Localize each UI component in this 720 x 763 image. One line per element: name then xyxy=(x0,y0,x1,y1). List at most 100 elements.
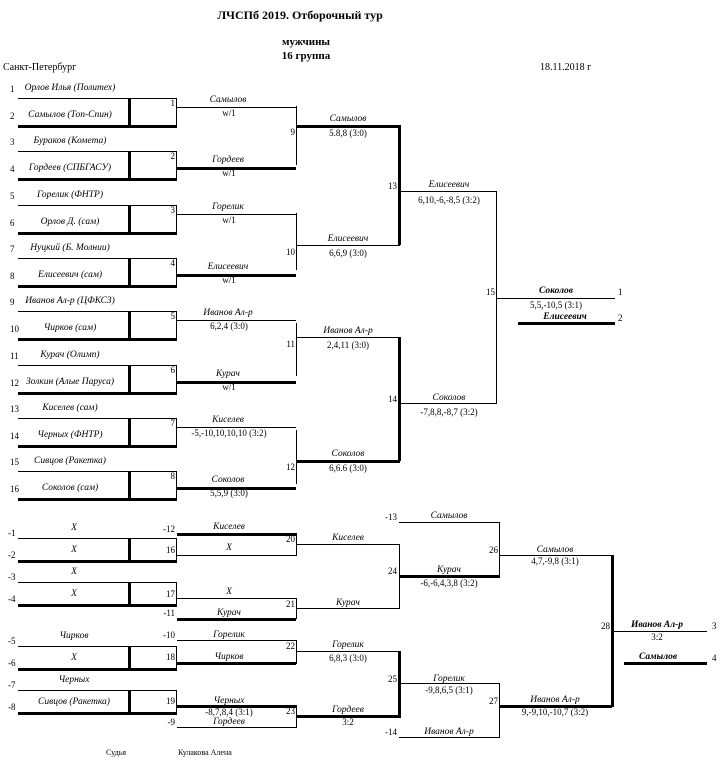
match-score: 6,10,-6,-8,5 (3:2) xyxy=(418,195,480,205)
match-score: 5.8,8 (3:0) xyxy=(329,128,367,138)
category: мужчины xyxy=(281,36,331,48)
judge-name: Кулакова Алена xyxy=(178,748,232,757)
bracket-line xyxy=(18,98,177,99)
bracket-line xyxy=(614,631,707,632)
bracket-line xyxy=(177,487,296,490)
seed-player: Елисеевич (сам) xyxy=(37,270,103,280)
match-number: 1 xyxy=(170,98,176,108)
bracket-line xyxy=(400,191,496,192)
bracket-line xyxy=(176,151,177,181)
bracket-line xyxy=(18,125,177,128)
bracket-line xyxy=(296,544,400,545)
match-number: 4 xyxy=(170,258,176,268)
loser-number: -9 xyxy=(167,717,176,727)
place-number: 3 xyxy=(712,621,717,631)
bracket-line xyxy=(18,712,177,715)
match-winner: Самылов xyxy=(329,114,367,124)
match-winner: Горелик xyxy=(433,674,465,684)
bracket-line xyxy=(18,338,177,341)
bracket-line xyxy=(177,427,296,428)
loser-player: X xyxy=(71,653,77,663)
match-number: 23 xyxy=(286,706,295,716)
match-number: 17 xyxy=(166,589,175,599)
match-number: 7 xyxy=(170,418,176,428)
bracket-line xyxy=(176,582,177,606)
match-winner: Курач xyxy=(216,369,240,379)
match-score: w/1 xyxy=(222,108,236,118)
bracket-line xyxy=(18,646,177,647)
match-score: -6,-6,4,3,8 (3:2) xyxy=(420,578,478,588)
match-number: 12 xyxy=(286,462,295,472)
match-number: 20 xyxy=(286,534,295,544)
match-number: 11 xyxy=(286,339,295,349)
match-number: 24 xyxy=(388,566,397,576)
loser-player: Сивцов (Ракетка) xyxy=(38,697,110,707)
bracket-line xyxy=(177,274,296,277)
bracket-line xyxy=(176,98,177,128)
bracket-line xyxy=(128,582,131,605)
match-score: 6,2,4 (3:0) xyxy=(210,321,248,331)
group: 16 группа xyxy=(281,50,331,62)
bracket-line xyxy=(177,727,296,728)
bracket-line xyxy=(128,365,131,392)
bracket-line xyxy=(176,258,177,288)
match-winner: Иванов Ал-р xyxy=(203,308,253,318)
loser-player: Горелик xyxy=(213,630,245,640)
match-number: 27 xyxy=(489,696,498,706)
bracket-line xyxy=(398,337,401,461)
match-number: 5 xyxy=(170,311,176,321)
loser-player: X xyxy=(71,589,77,599)
bracket-line xyxy=(500,555,612,556)
match-winner: Курач xyxy=(437,565,461,575)
bracket-line xyxy=(399,737,500,738)
match-number: 28 xyxy=(601,621,610,631)
match-score: 9,-9,10,-10,7 (3:2) xyxy=(521,707,589,717)
bracket-line xyxy=(18,232,177,235)
seed-number: 12 xyxy=(10,378,19,388)
bracket-line xyxy=(128,151,131,178)
match-score: -9,8,6,5 (3:1) xyxy=(425,685,473,695)
place-number: 1 xyxy=(618,287,623,297)
bracket-line xyxy=(177,320,296,321)
judge-label: Судья xyxy=(106,748,127,757)
match-score: 6,6,9 (3:0) xyxy=(329,248,367,258)
bracket-line xyxy=(296,651,400,652)
bracket-line xyxy=(176,471,177,501)
third-place-winner: Иванов Ал-р xyxy=(630,620,684,630)
seed-player: Курач (Олимп) xyxy=(40,350,100,360)
bracket-line xyxy=(18,311,177,312)
seed-number: 5 xyxy=(10,191,15,201)
match-score: 5,5,9 (3:0) xyxy=(210,488,248,498)
match-score: -8,7,8,4 (3:1) xyxy=(205,707,253,717)
bracket-line xyxy=(18,205,177,206)
city: Санкт-Петербург xyxy=(3,62,77,73)
bracket-line xyxy=(497,298,615,299)
match-winner: Гордеев xyxy=(212,155,244,165)
bracket-line xyxy=(128,538,131,561)
page-title: ЛЧСПб 2019. Отборочный тур xyxy=(217,8,383,22)
loser-number: -12 xyxy=(163,524,175,534)
bracket-line xyxy=(296,213,297,270)
bracket-line xyxy=(128,98,131,125)
loser-number: -1 xyxy=(8,528,16,538)
bracket-line xyxy=(624,662,707,665)
seed-number: 1 xyxy=(10,84,15,94)
bracket-line xyxy=(177,705,296,708)
match-score: 4,7,-9,8 (3:1) xyxy=(531,556,579,566)
bracket-line xyxy=(296,640,297,664)
bracket-line xyxy=(176,418,177,448)
seed-number: 14 xyxy=(10,431,19,441)
bracket-line xyxy=(18,604,177,607)
loser-player: Киселев xyxy=(213,522,245,532)
bracket-line xyxy=(18,560,177,563)
match-score: w/1 xyxy=(222,382,236,392)
seed-number: 15 xyxy=(10,457,19,467)
seed-player: Нуцкий (Б. Молнии) xyxy=(30,243,110,253)
bracket-line xyxy=(176,690,177,714)
bracket-line xyxy=(177,214,296,215)
bracket-line xyxy=(128,690,131,713)
loser-number: -5 xyxy=(8,636,16,646)
bracket-line xyxy=(296,430,297,484)
seed-number: 11 xyxy=(10,351,19,361)
